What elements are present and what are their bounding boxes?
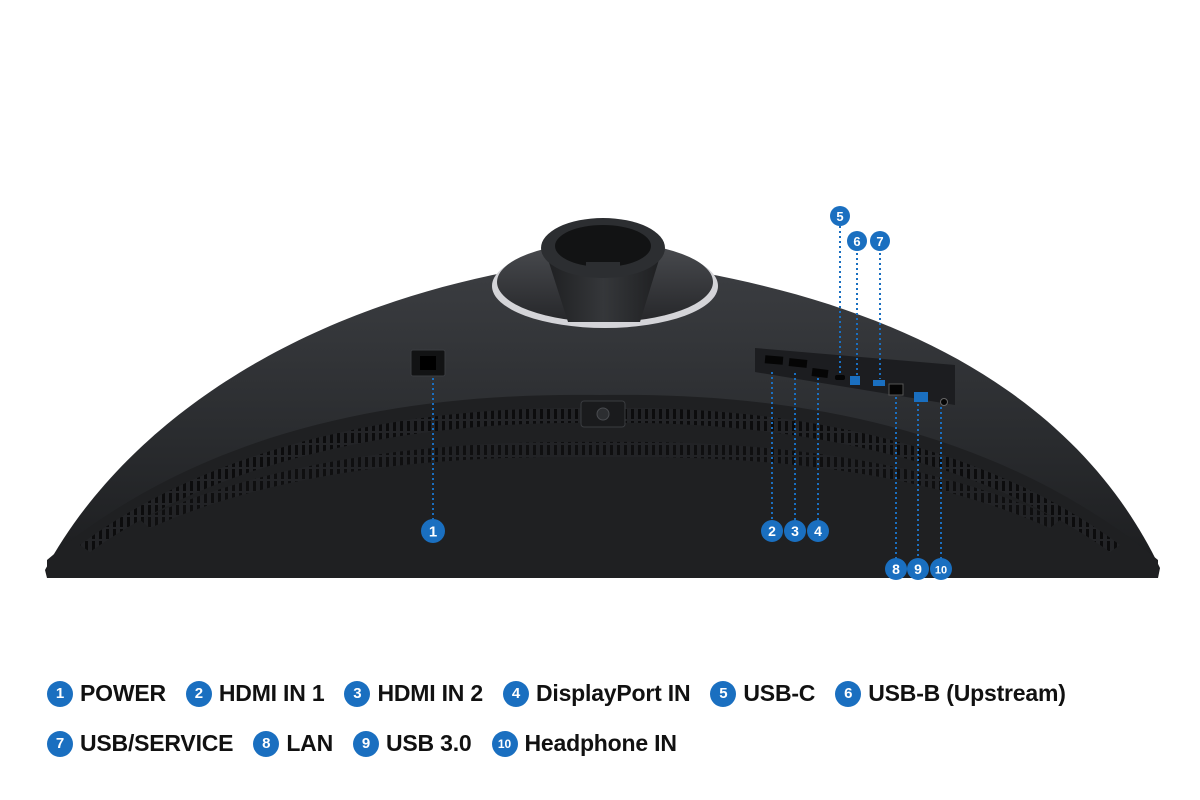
callout-4: 4 — [807, 520, 829, 542]
svg-text:2: 2 — [768, 523, 776, 539]
svg-text:6: 6 — [853, 234, 860, 249]
legend-badge: 2 — [185, 680, 212, 707]
svg-text:7: 7 — [876, 234, 883, 249]
svg-text:10: 10 — [935, 565, 947, 577]
svg-text:3: 3 — [791, 523, 799, 539]
legend-badge: 6 — [835, 680, 862, 707]
legend-badge: 7 — [47, 730, 73, 757]
legend-label: HDMI IN 1 — [218, 680, 325, 706]
legend-label: LAN — [286, 730, 333, 756]
legend-item-usb-service: 7 USB/SERVICE — [47, 730, 234, 757]
svg-text:8: 8 — [892, 561, 900, 577]
legend-label: USB 3.0 — [385, 730, 472, 756]
callout-2: 2 — [761, 520, 783, 542]
legend-badge: 5 — [710, 680, 737, 707]
callout-3: 3 — [784, 520, 806, 542]
callout-leaders — [432, 226, 942, 559]
callout-5: 5 — [830, 206, 850, 226]
legend-item-power: 1 POWER — [47, 680, 166, 707]
legend-badge: 8 — [253, 730, 280, 757]
legend-badge: 10 — [491, 730, 518, 757]
legend-badge: 1 — [47, 680, 73, 707]
legend-badge: 9 — [352, 730, 379, 757]
lan-port — [888, 383, 904, 396]
callout-8: 8 — [885, 558, 907, 580]
headphone-port — [940, 398, 948, 406]
legend-label: Headphone IN — [524, 730, 677, 756]
usb-3-port — [914, 392, 928, 402]
svg-text:4: 4 — [814, 523, 822, 539]
legend-badge: 3 — [344, 680, 371, 707]
legend-label: USB-C — [743, 680, 816, 706]
vent-grille — [80, 407, 1120, 552]
legend-label: USB-B (Upstream) — [868, 680, 1066, 706]
callout-7: 7 — [870, 231, 890, 251]
callout-1: 1 — [421, 519, 445, 543]
usb-b-port — [850, 376, 860, 385]
displayport-port — [811, 368, 829, 378]
svg-text:5: 5 — [836, 209, 843, 224]
hdmi-2-port — [788, 358, 808, 368]
hdmi-1-port — [764, 355, 784, 365]
monitor-body — [45, 258, 1160, 578]
callout-9: 9 — [907, 558, 929, 580]
svg-text:1: 1 — [429, 524, 437, 541]
legend-label: DisplayPort IN — [535, 680, 691, 706]
svg-text:9: 9 — [914, 561, 922, 577]
legend-label: USB/SERVICE — [80, 730, 234, 756]
legend-label: POWER — [80, 680, 166, 706]
port-panel — [755, 348, 955, 406]
callout-10: 10 — [930, 558, 952, 580]
usb-service-port — [873, 380, 885, 386]
vent-grille-lower — [140, 441, 1060, 528]
power-port — [410, 349, 446, 377]
usb-c-port — [835, 375, 845, 380]
callout-6: 6 — [847, 231, 867, 251]
stand-mount — [492, 218, 718, 328]
legend-label: HDMI IN 2 — [377, 680, 483, 706]
legend-badge: 4 — [502, 680, 529, 707]
